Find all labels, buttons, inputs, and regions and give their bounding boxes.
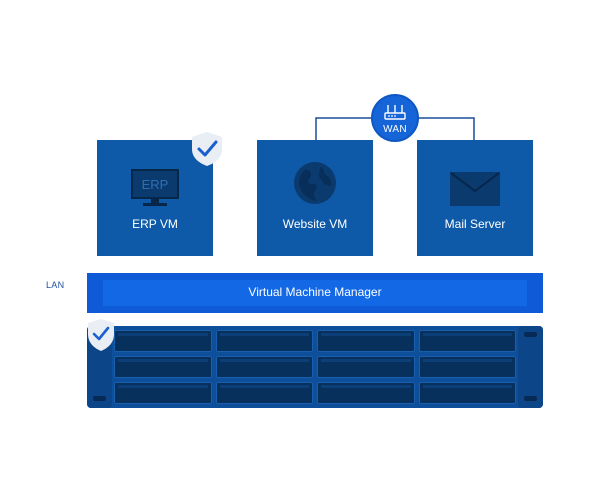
drive-bay	[317, 356, 415, 378]
wan-label: WAN	[383, 124, 407, 135]
nas-right-ear	[518, 326, 543, 408]
monitor-icon: ERP	[131, 169, 179, 206]
globe-icon	[294, 162, 336, 204]
drive-bay	[114, 356, 212, 378]
drive-bay	[215, 330, 313, 352]
website-vm-label: Website VM	[282, 217, 348, 231]
mail-server-box[interactable]: Mail Server	[417, 140, 533, 256]
drive-bay	[418, 330, 516, 352]
drive-bay	[317, 382, 415, 404]
drive-bay	[215, 382, 313, 404]
drive-bay	[418, 356, 516, 378]
shield-check-icon	[88, 319, 114, 351]
vmm-bar-inner	[103, 280, 527, 306]
erp-screen-text: ERP	[142, 177, 169, 192]
vmm-label: Virtual Machine Manager	[248, 285, 382, 299]
drive-bay	[215, 356, 313, 378]
nas-icon	[87, 326, 543, 408]
mail-server-label: Mail Server	[444, 217, 506, 231]
wan-router: WAN	[371, 94, 419, 142]
erp-vm-box[interactable]: ERP ERP VM	[97, 140, 213, 256]
virtual-machine-manager-bar[interactable]: Virtual Machine Manager	[87, 273, 543, 313]
drive-bay	[114, 382, 212, 404]
drive-bay	[317, 330, 415, 352]
erp-vm-label: ERP VM	[132, 217, 178, 231]
router-icon	[384, 105, 406, 120]
nas-drive-bays	[114, 330, 516, 404]
website-vm-box[interactable]: Website VM	[257, 140, 373, 256]
drive-bay	[114, 330, 212, 352]
drive-bay	[418, 382, 516, 404]
shield-check-icon	[192, 132, 222, 166]
lan-label: LAN	[46, 280, 65, 290]
envelope-icon	[450, 172, 500, 206]
